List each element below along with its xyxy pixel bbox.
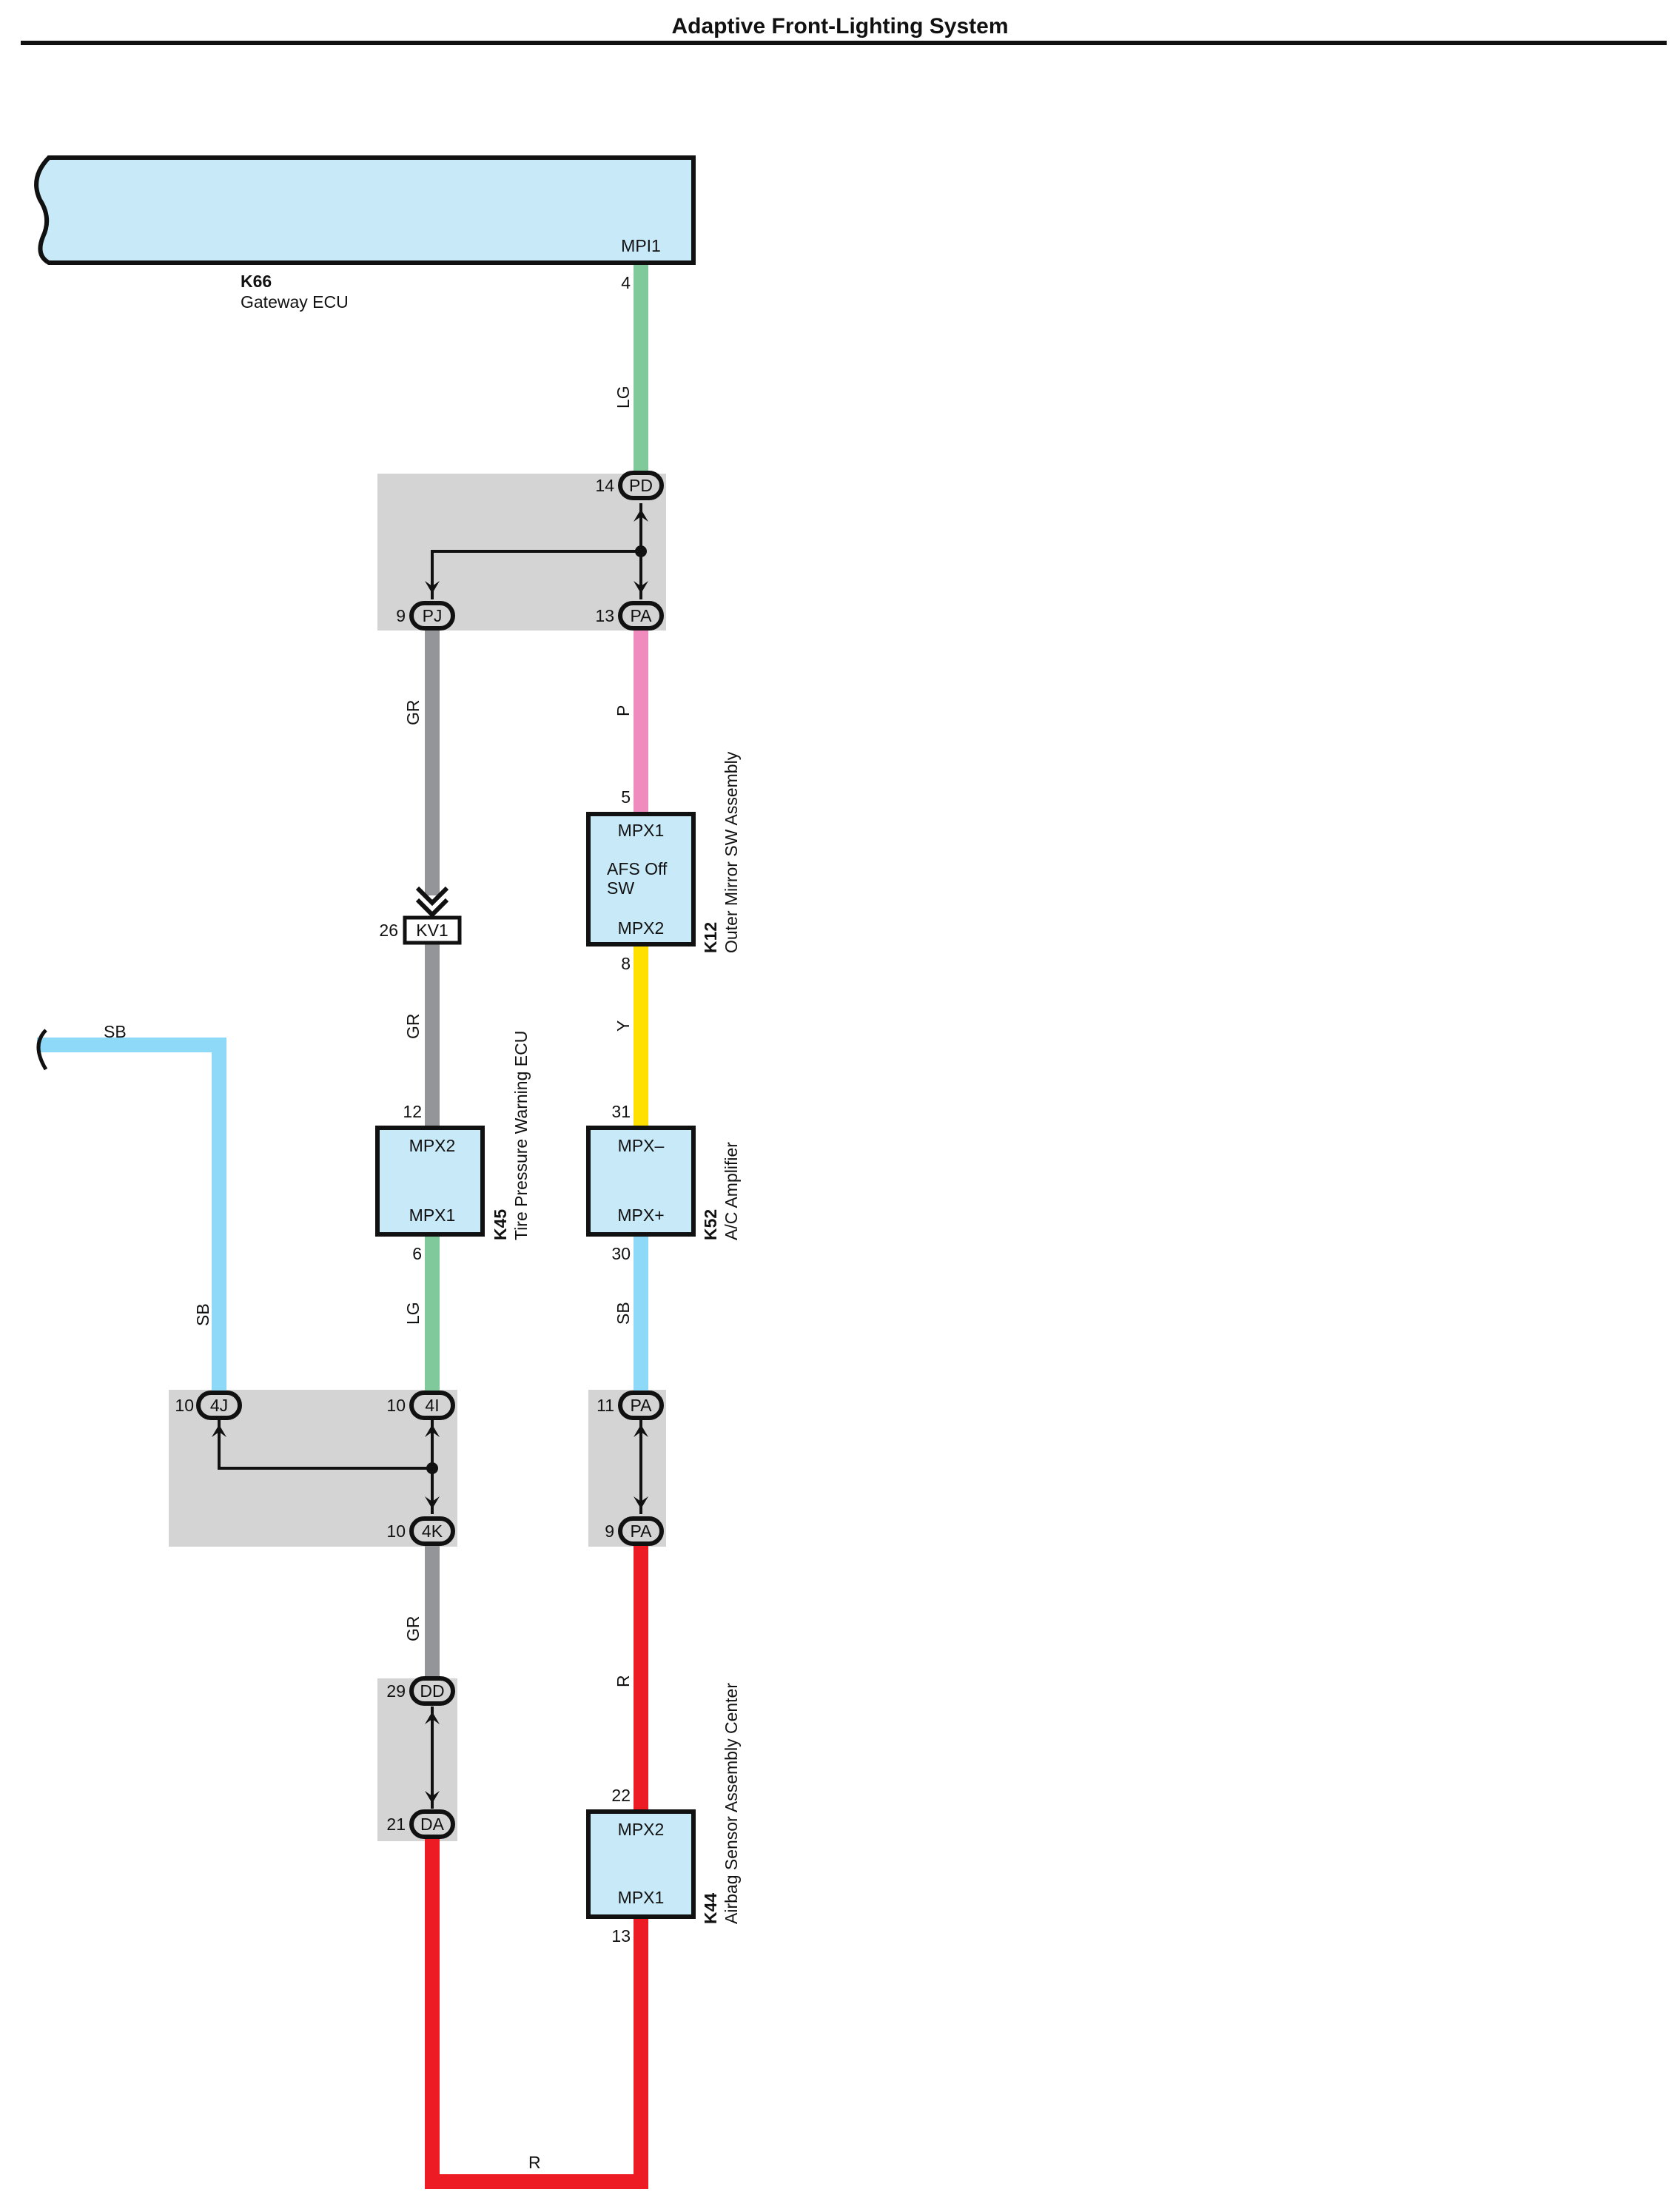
arrow-up-pd <box>634 509 648 522</box>
k12-func: AFS Off <box>607 859 668 878</box>
connector-pa-9-pin: 9 <box>605 1522 614 1541</box>
arrow-down-da <box>425 1791 440 1803</box>
splice-dot-lower <box>426 1462 438 1474</box>
k44-pin-top-no: 22 <box>611 1786 631 1805</box>
connector-4k-code: 4K <box>422 1522 443 1541</box>
k45-pin-top-no: 12 <box>403 1102 422 1121</box>
k52-pin-bottom-no: 30 <box>611 1244 631 1263</box>
wire-label-lg-top: LG <box>614 386 633 408</box>
k45-id: K45 <box>491 1209 510 1240</box>
k45-pin-top: MPX2 <box>409 1136 456 1155</box>
k52-pin-bottom: MPX+ <box>617 1206 664 1225</box>
connector-4j: 4J 10 <box>175 1391 242 1420</box>
k44-box <box>586 1809 696 1919</box>
k52-pin-top: MPX– <box>618 1136 665 1155</box>
connector-4j-code: 4J <box>210 1396 228 1415</box>
gateway-pin-name: MPI1 <box>621 236 661 255</box>
connector-da-pin: 21 <box>386 1815 406 1834</box>
connector-kv1-code: KV1 <box>416 921 448 940</box>
k52-id: K52 <box>701 1209 720 1240</box>
connector-pj-pin: 9 <box>396 606 406 625</box>
page-title: Adaptive Front-Lighting System <box>671 14 1008 38</box>
splice-dot-upper <box>635 545 647 557</box>
wire-label-p: P <box>614 705 633 716</box>
connector-pd-code: PD <box>629 476 653 495</box>
k52-name: A/C Amplifier <box>722 1142 741 1240</box>
connector-da-code: DA <box>420 1815 445 1834</box>
wire-label-sb-horizontal: SB <box>104 1022 127 1041</box>
connector-4k: 4K 10 <box>386 1516 455 1546</box>
k45-box <box>375 1126 485 1237</box>
connector-pa-9-code: PA <box>631 1522 653 1541</box>
wire-label-sb-vertical: SB <box>193 1303 212 1326</box>
k12-pin-bottom-no: 8 <box>621 954 631 973</box>
arrow-down-pa <box>634 581 648 594</box>
arrow-up-4j <box>212 1425 226 1437</box>
gateway-pin-no: 4 <box>621 273 631 292</box>
connector-pa-11: PA 11 <box>597 1391 664 1420</box>
connector-pa-11-code: PA <box>631 1396 653 1415</box>
arrow-up-dd <box>425 1712 440 1724</box>
k44-name: Airbag Sensor Assembly Center <box>722 1683 741 1924</box>
connector-4k-pin: 10 <box>386 1522 406 1541</box>
kv1-arrow-icon <box>415 886 449 918</box>
wire-label-gr-lower: GR <box>403 1616 423 1642</box>
connector-pa-13-code: PA <box>631 606 653 625</box>
gateway-ecu-box <box>34 155 696 265</box>
k12-box <box>586 812 696 947</box>
k12-id: K12 <box>701 922 720 953</box>
connector-4i: 4I 10 <box>386 1391 455 1420</box>
k45-pin-bottom: MPX1 <box>409 1206 456 1225</box>
wire-label-gr-mid: GR <box>403 1014 423 1040</box>
connector-pa-11-pin: 11 <box>597 1396 614 1415</box>
k44-pin-top: MPX2 <box>618 1820 665 1839</box>
k44-pin-bottom: MPX1 <box>618 1888 665 1907</box>
connector-pa-13: PA 13 <box>595 601 664 631</box>
arrow-up-pa-11 <box>634 1425 648 1437</box>
arrow-up-4i <box>425 1425 440 1437</box>
wire-label-gr-upper: GR <box>403 700 423 726</box>
k44-pin-bottom-no: 13 <box>611 1926 631 1946</box>
connector-dd: DD 29 <box>386 1676 455 1706</box>
k12-pin-bottom: MPX2 <box>618 918 665 938</box>
connector-4i-code: 4I <box>425 1396 439 1415</box>
k12-func2: SW <box>607 878 634 898</box>
wire-break-mark <box>36 1029 48 1071</box>
arrow-down-pa-9 <box>634 1496 648 1509</box>
k12-pin-top: MPX1 <box>618 821 665 840</box>
connector-pa-9: PA 9 <box>605 1516 664 1546</box>
wire-label-lg-mid: LG <box>403 1302 423 1325</box>
wire-label-r-bottom: R <box>528 2153 541 2172</box>
arrow-down-pj <box>425 581 440 594</box>
k52-pin-top-no: 31 <box>611 1102 631 1121</box>
connector-pj: PJ 9 <box>396 601 455 631</box>
wire-label-r-right: R <box>614 1675 633 1687</box>
k45-name: Tire Pressure Warning ECU <box>511 1031 531 1240</box>
connector-dd-pin: 29 <box>386 1681 406 1701</box>
k12-pin-top-no: 5 <box>621 787 631 807</box>
k44-id: K44 <box>701 1893 720 1924</box>
connector-4i-pin: 10 <box>386 1396 406 1415</box>
k12-name: Outer Mirror SW Assembly <box>722 751 741 953</box>
arrow-down-4k <box>425 1496 440 1509</box>
connector-pd-pin: 14 <box>595 476 614 495</box>
k45-pin-bottom-no: 6 <box>412 1244 422 1263</box>
wire-sb-left <box>37 1038 226 1393</box>
gateway-name: Gateway ECU <box>241 292 349 312</box>
gateway-id: K66 <box>241 272 272 291</box>
k52-box <box>586 1126 696 1237</box>
wire-label-y: Y <box>614 1021 633 1032</box>
connector-dd-code: DD <box>420 1681 444 1701</box>
connector-pa-13-pin: 13 <box>595 606 614 625</box>
junction-line-4j <box>218 1419 432 1470</box>
junction-line-to-pj <box>431 550 641 599</box>
connector-kv1-pin: 26 <box>379 921 398 940</box>
connector-pj-code: PJ <box>423 606 443 625</box>
connector-da: DA 21 <box>386 1809 455 1839</box>
wire-label-sb-right: SB <box>614 1302 633 1325</box>
connector-kv1: KV1 26 <box>379 915 462 945</box>
connector-4j-pin: 10 <box>175 1396 194 1415</box>
connector-pd: PD 14 <box>595 471 664 500</box>
